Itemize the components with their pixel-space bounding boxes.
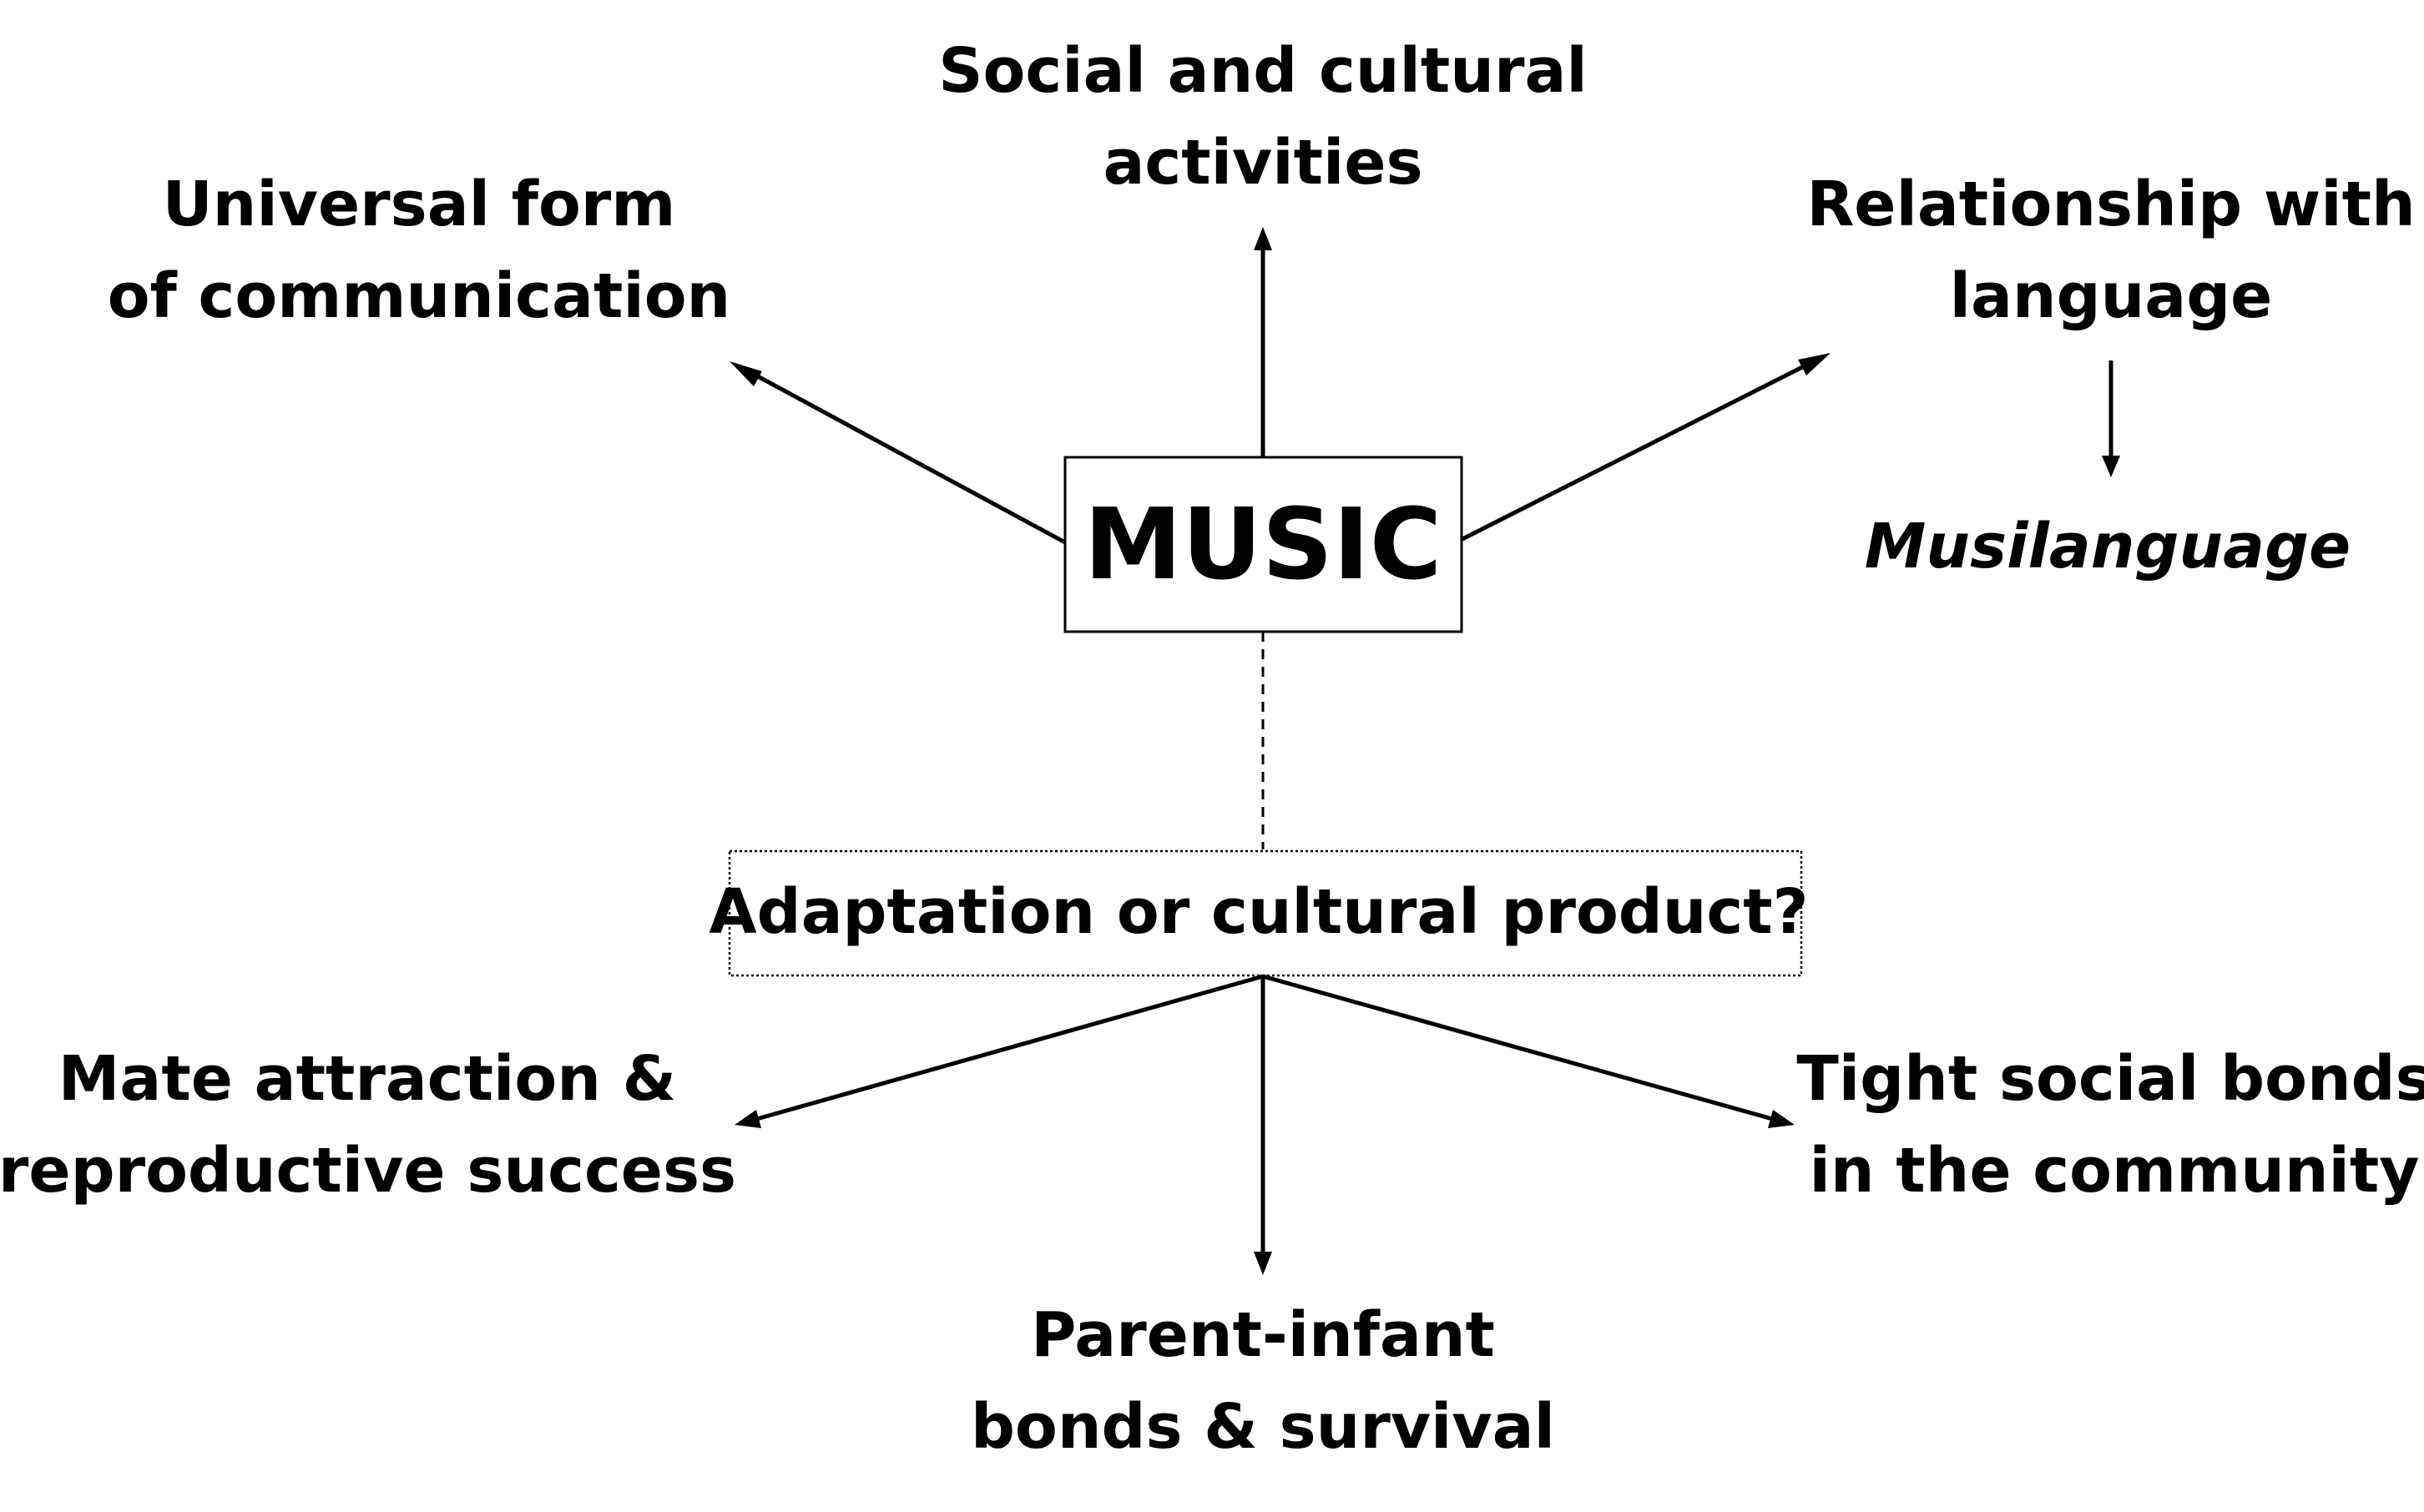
universal-communication-line1: Universal form — [163, 169, 676, 240]
node-social-bonds: Tight social bonds in the community — [1796, 1043, 2424, 1207]
node-musilanguage: Musilanguage — [1865, 511, 2351, 582]
question-label: Adaptation or cultural product? — [709, 876, 1808, 948]
node-relationship-language: Relationship with language — [1806, 169, 2415, 332]
social-cultural-line2: activities — [1103, 127, 1422, 199]
parent-infant-line2: bonds & survival — [971, 1391, 1555, 1463]
arrow-to-musilanguage — [2102, 360, 2120, 477]
node-universal-communication: Universal form of communication — [108, 169, 731, 332]
music-node: MUSIC — [1063, 456, 1463, 633]
arrow-to-social-cultural — [1254, 227, 1272, 456]
arrow-to-universal-communication — [730, 361, 1067, 545]
arrow-to-mate-attraction — [735, 974, 1264, 1128]
relationship-language-line2: language — [1950, 260, 2273, 332]
arrow-to-social-bonds — [1262, 974, 1795, 1128]
node-mate-attraction: Mate attraction & reproductive success — [0, 1043, 736, 1207]
node-social-cultural: Social and cultural activities — [938, 35, 1588, 199]
music-label: MUSIC — [1084, 486, 1442, 602]
relationship-language-line1: Relationship with — [1806, 169, 2415, 240]
node-parent-infant: Parent-infant bonds & survival — [971, 1299, 1555, 1463]
social-cultural-line1: Social and cultural — [938, 35, 1588, 107]
social-bonds-line1: Tight social bonds — [1796, 1043, 2424, 1115]
parent-infant-line1: Parent-infant — [1031, 1299, 1495, 1371]
mate-attraction-line1: Mate attraction & — [58, 1043, 676, 1115]
arrow-to-relationship-language — [1461, 353, 1831, 542]
social-bonds-line2: in the community — [1809, 1135, 2419, 1207]
mate-attraction-line2: reproductive success — [0, 1135, 736, 1207]
question-node: Adaptation or cultural product? — [709, 849, 1809, 977]
universal-communication-line2: of communication — [108, 260, 731, 332]
musilanguage-label: Musilanguage — [1865, 511, 2351, 582]
arrow-to-parent-infant — [1254, 976, 1272, 1275]
